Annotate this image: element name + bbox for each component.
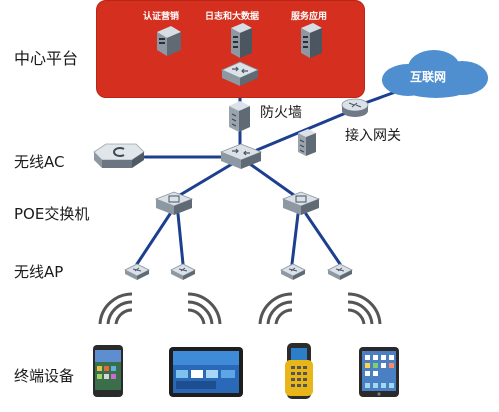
ipad-icon [359, 347, 399, 397]
service-label-auth-marketing: 认证营销 [143, 12, 180, 22]
ac-controller-icon [93, 143, 145, 168]
server-icon [157, 26, 181, 56]
switch-icon [219, 143, 263, 169]
row-label-terminal-devices: 终端设备 [14, 367, 75, 385]
service-label-log-bigdata: 日志和大数据 [205, 12, 260, 22]
router-icon [341, 98, 369, 117]
row-label-poe-switch: POE交换机 [14, 205, 90, 223]
firewall-icon [229, 101, 250, 132]
server-icon [301, 23, 322, 58]
wifi-signal-icon [187, 292, 222, 325]
service-label-service-app: 服务应用 [291, 12, 328, 22]
firewall-label: 防火墙 [260, 105, 302, 121]
row-label-center-platform: 中心平台 [14, 49, 79, 68]
switch-icon [154, 191, 194, 215]
access-point-icon [170, 263, 196, 280]
row-label-wireless-ap: 无线AP [14, 263, 64, 281]
firewall-icon [298, 129, 316, 156]
cloud-icon [382, 50, 488, 98]
handheld-terminal-icon [285, 343, 313, 399]
server-icon [231, 23, 252, 58]
wifi-signal-icon [347, 292, 382, 325]
smartphone-icon [93, 345, 123, 397]
gateway-label: 接入网关 [345, 128, 401, 144]
switch-icon [221, 61, 259, 86]
access-point-icon [280, 263, 306, 280]
wifi-signal-icon [258, 292, 293, 325]
access-point-icon [327, 263, 353, 280]
tablet-icon [169, 347, 243, 397]
wifi-signal-icon [98, 292, 133, 325]
access-point-icon [124, 263, 150, 280]
internet-label: 互联网 [410, 70, 447, 84]
row-label-wireless-ac: 无线AC [14, 153, 65, 171]
switch-icon [281, 191, 321, 215]
